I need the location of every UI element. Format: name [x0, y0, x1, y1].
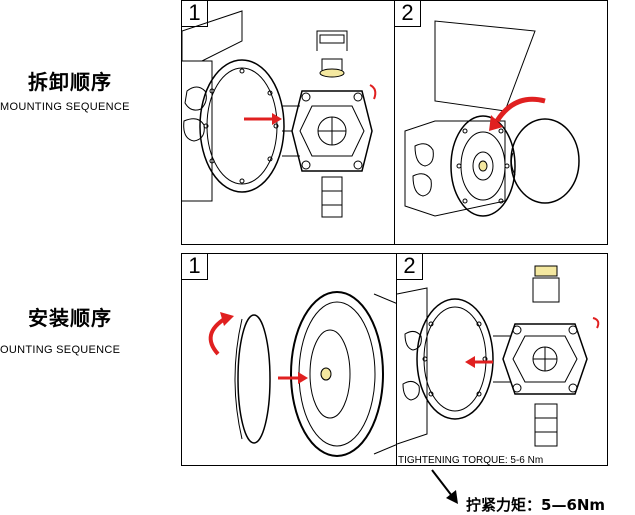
- step-number: 1: [182, 1, 208, 27]
- mount-title-en: OUNTING SEQUENCE: [0, 344, 121, 356]
- mount-title-zh: 安装顺序: [28, 306, 112, 330]
- step-number: 2: [395, 1, 421, 27]
- mount-step1-panel: 1: [181, 253, 397, 466]
- dismount-step1-illustration: [182, 10, 377, 218]
- torque-label-zh: 拧紧力矩：5—6Nm: [466, 496, 606, 514]
- step-number: 2: [397, 254, 423, 280]
- mount-step2-illustration: [397, 265, 600, 447]
- mount-step1-illustration: [208, 291, 396, 457]
- step-number: 1: [182, 254, 208, 280]
- dismount-title-zh: 拆卸顺序: [28, 70, 112, 94]
- dismount-step2-illustration: [404, 20, 580, 217]
- dismount-step1-panel: 1: [181, 0, 395, 245]
- dismount-step2-panel: 2: [394, 0, 608, 245]
- dismount-title-en: MOUNTING SEQUENCE: [0, 101, 130, 113]
- torque-label-en: TIGHTENING TORQUE: 5-6 Nm: [398, 455, 544, 466]
- mount-step2-panel: 2: [396, 253, 608, 466]
